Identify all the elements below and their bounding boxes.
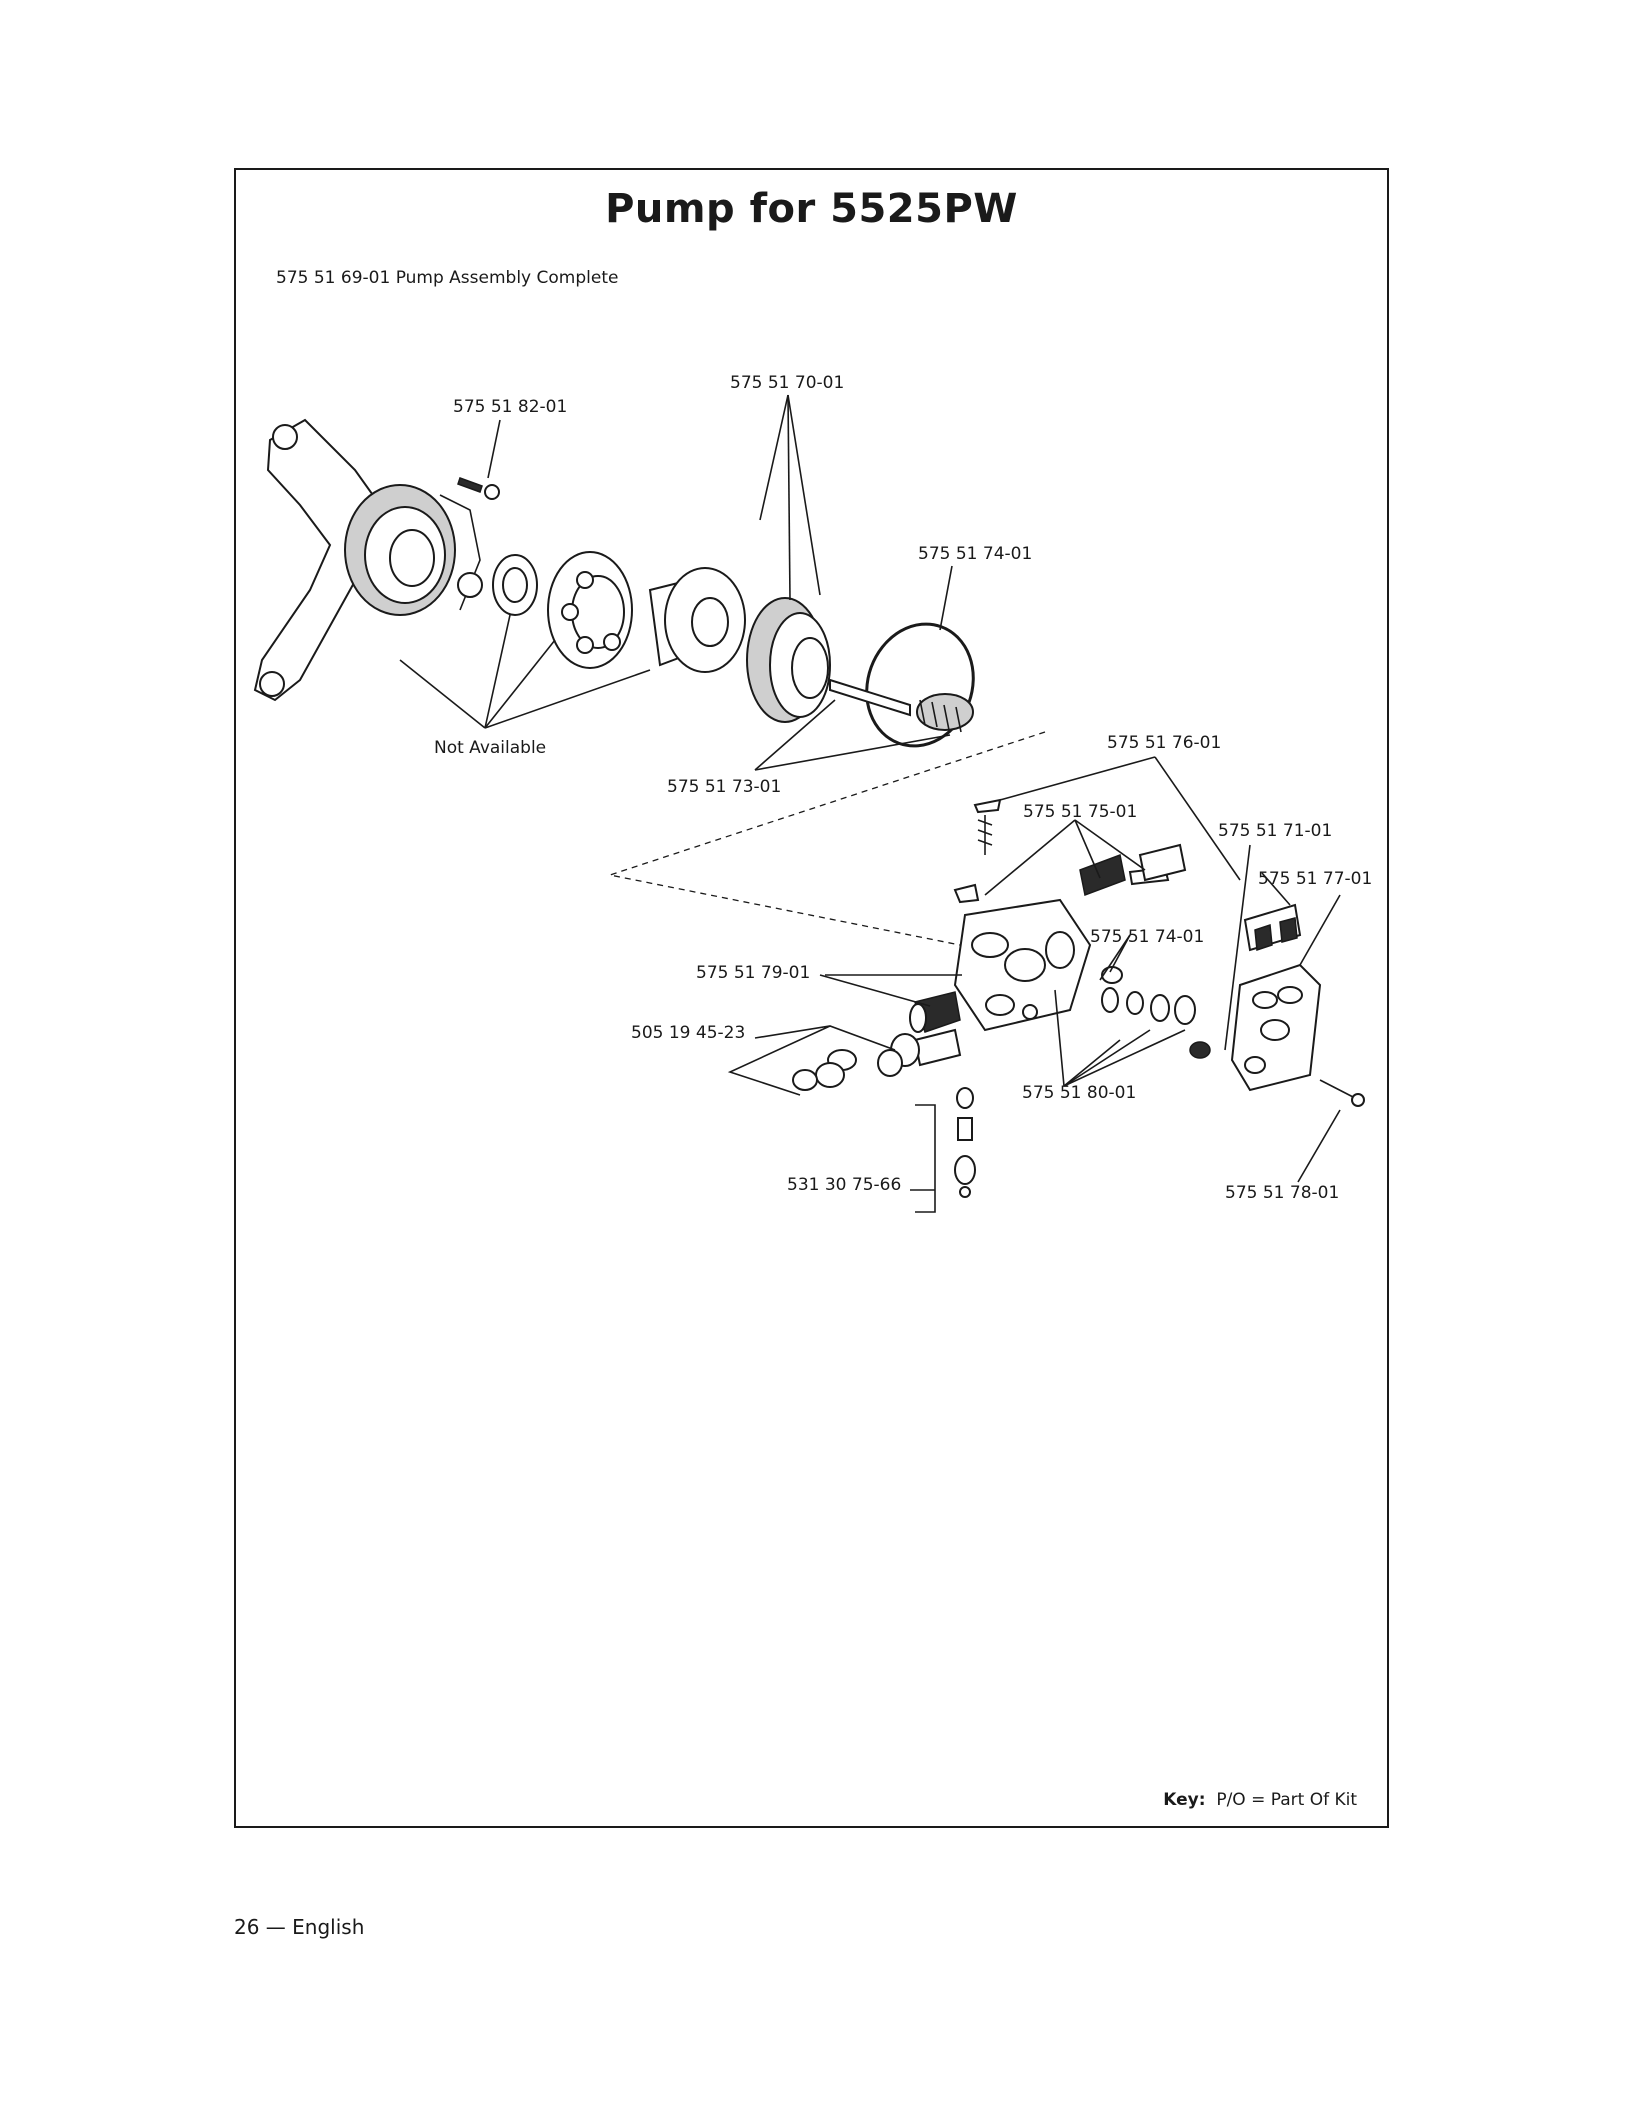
callout-575-51-77-01: 575 51 77-01: [1258, 869, 1372, 889]
key-legend: Key: P/O = Part Of Kit: [1163, 1790, 1357, 1810]
callout-not-available: Not Available: [434, 738, 546, 758]
seal-rings: [1101, 966, 1211, 1059]
callout-531-30-75-66: 531 30 75-66: [787, 1175, 901, 1195]
page-frame: [234, 168, 1389, 1828]
page-footer: 26 — English: [234, 1915, 365, 1939]
piston-spring: [829, 678, 974, 733]
o-ring-large: [865, 622, 975, 748]
callout-575-51-74-01-lower: 575 51 74-01: [1090, 927, 1204, 947]
callout-575-51-76-01: 575 51 76-01: [1107, 733, 1221, 753]
pump-head: [1230, 903, 1365, 1107]
callout-575-51-78-01: 575 51 78-01: [1225, 1183, 1339, 1203]
callout-575-51-80-01: 575 51 80-01: [1022, 1083, 1136, 1103]
key-label: Key:: [1163, 1790, 1206, 1810]
check-valve-parts: [792, 1028, 976, 1198]
callout-575-51-70-01: 575 51 70-01: [730, 373, 844, 393]
callout-575-51-79-01: 575 51 79-01: [696, 963, 810, 983]
callout-575-51-75-01: 575 51 75-01: [1023, 802, 1137, 822]
mounting-flange: [253, 418, 483, 702]
key-text: P/O = Part Of Kit: [1216, 1790, 1357, 1810]
callout-505-19-45-23: 505 19 45-23: [631, 1023, 745, 1043]
callout-575-51-74-01-upper: 575 51 74-01: [918, 544, 1032, 564]
page-title: Pump for 5525PW: [605, 186, 1018, 232]
callout-575-51-82-01: 575 51 82-01: [453, 397, 567, 417]
screw-8201: [457, 477, 500, 500]
bearing-parts: [492, 551, 746, 673]
cam-plate: [746, 597, 831, 723]
callout-575-51-73-01: 575 51 73-01: [667, 777, 781, 797]
valve-parts: [953, 798, 1187, 969]
assembly-subtitle: 575 51 69-01 Pump Assembly Complete: [276, 268, 619, 288]
callout-575-51-71-01: 575 51 71-01: [1218, 821, 1332, 841]
